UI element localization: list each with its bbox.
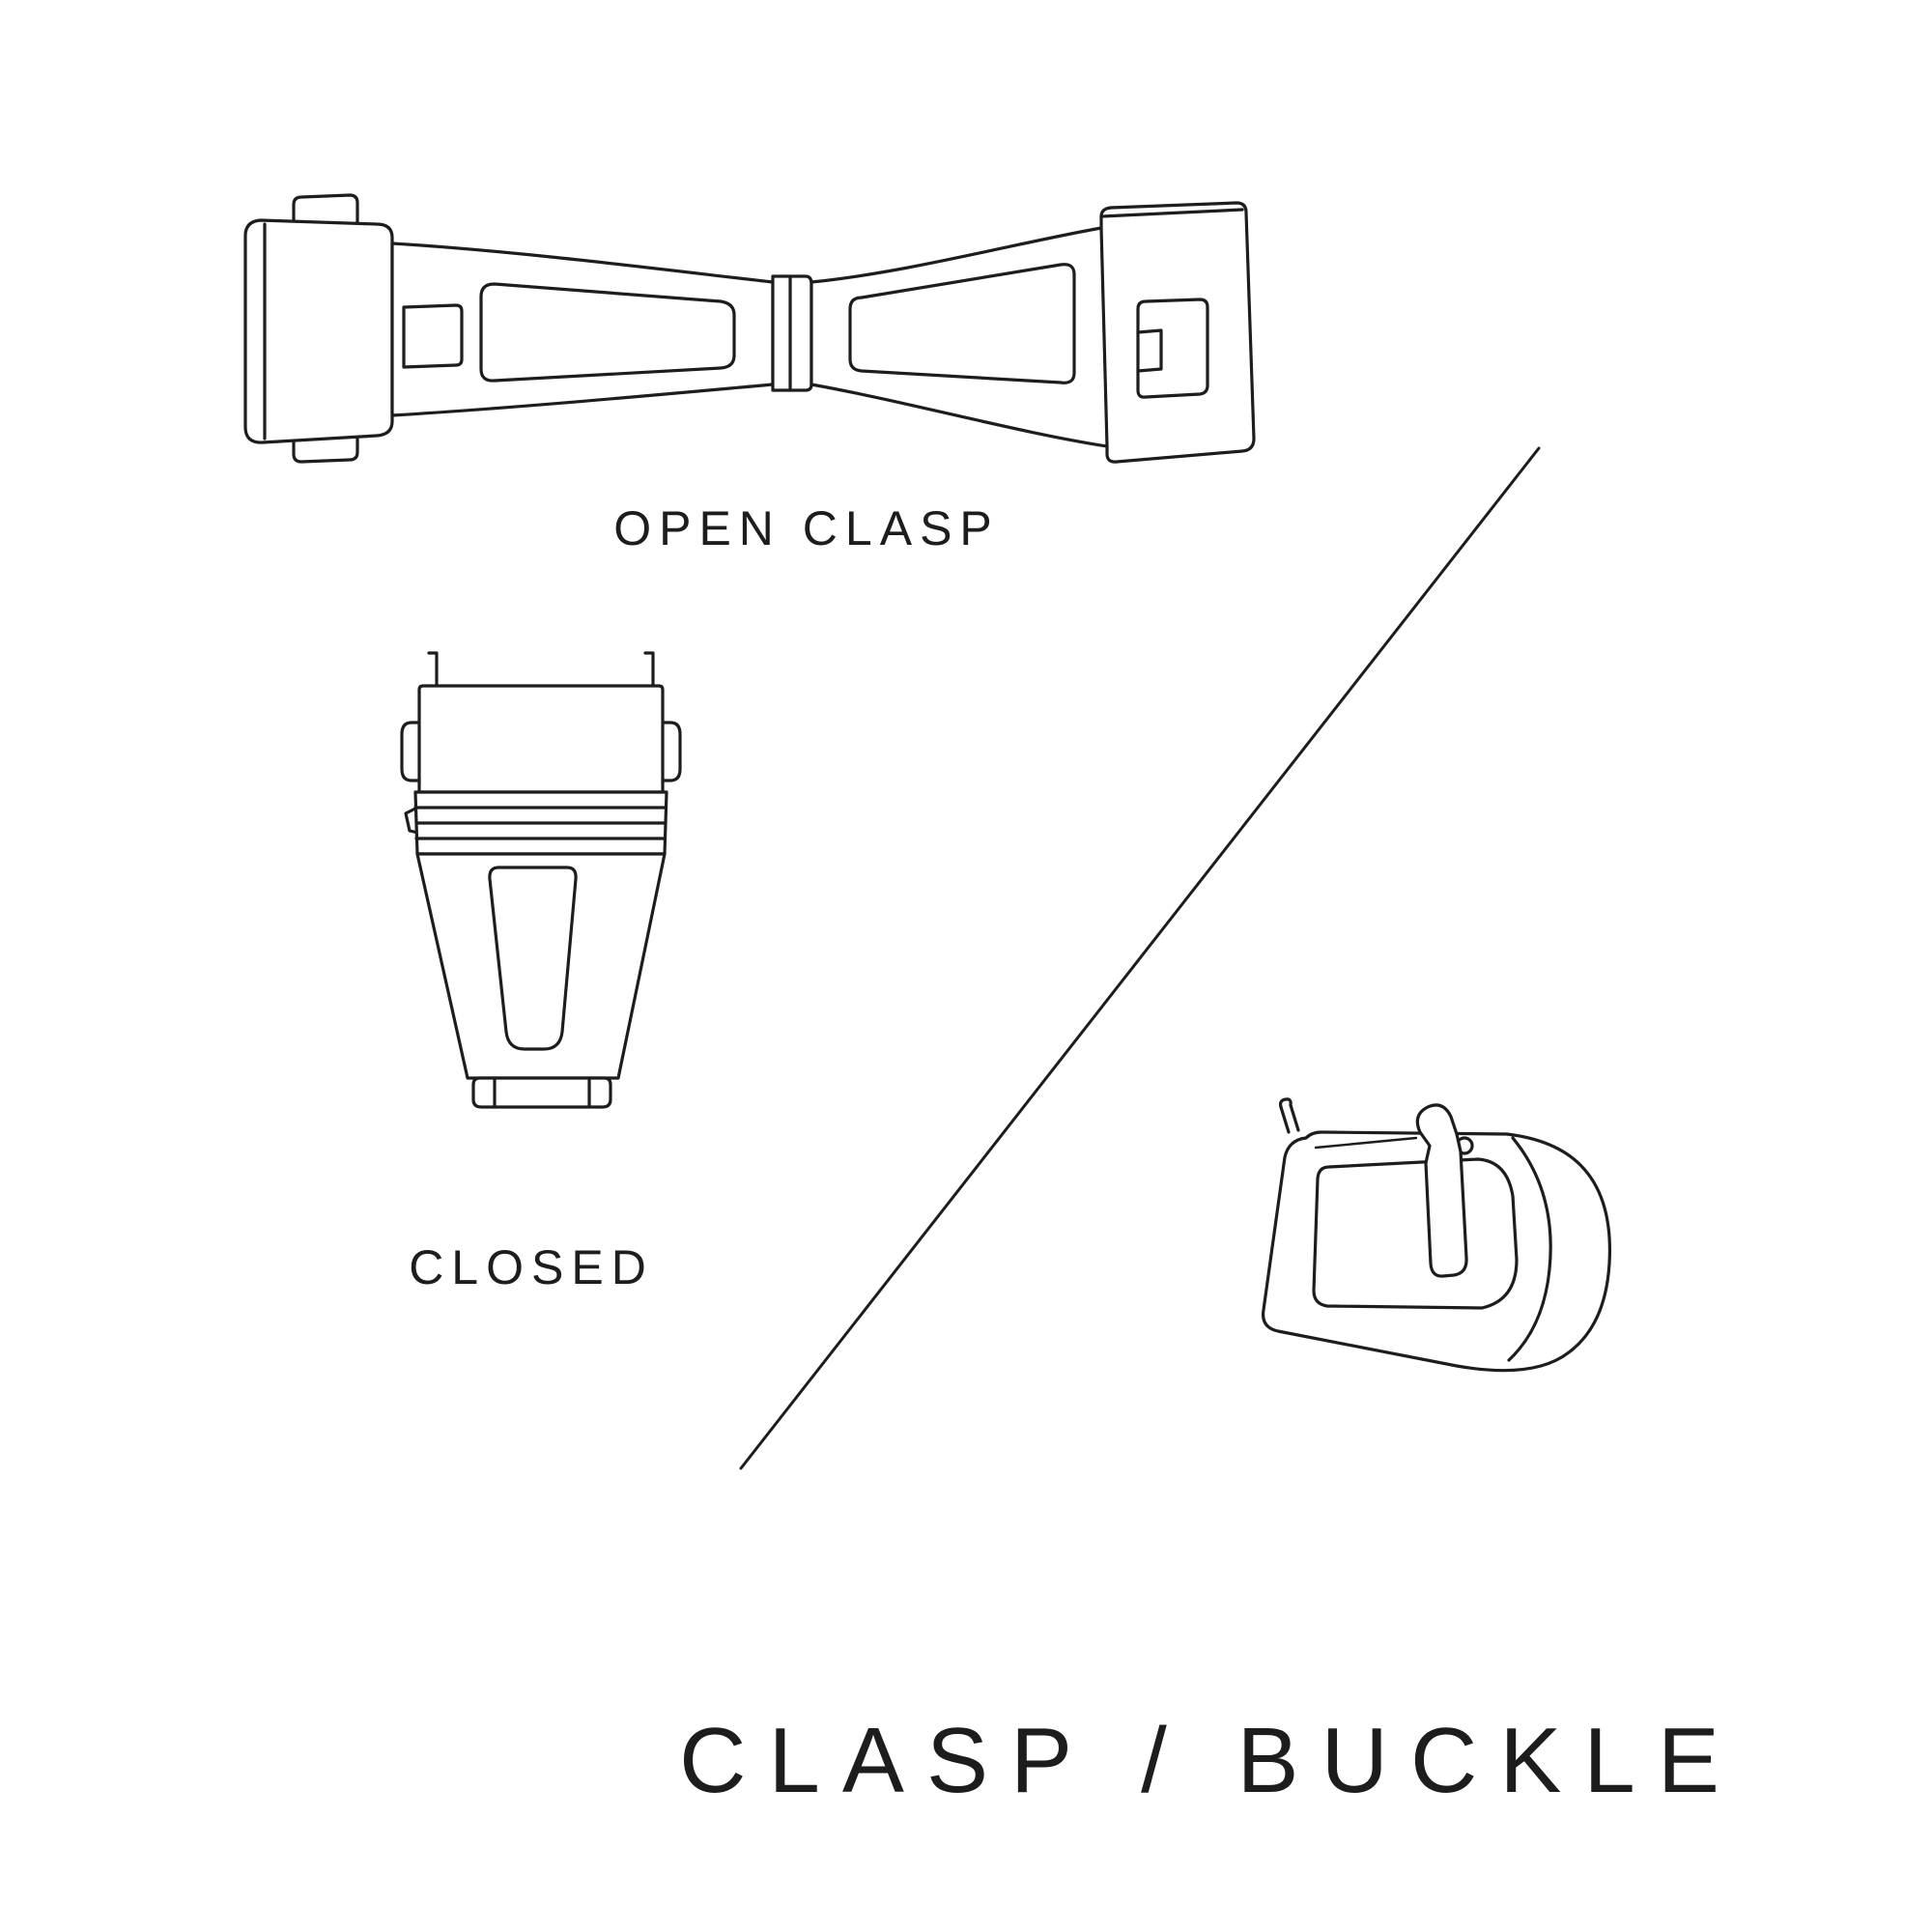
closed-clasp-illustration: [400, 651, 682, 1109]
page-title: CLASP / BUCKLE: [679, 1709, 1742, 1812]
open-clasp-illustration: [243, 193, 1256, 464]
open-clasp-label: OPEN CLASP: [613, 501, 1000, 555]
closed-clasp-label: CLOSED: [409, 1240, 654, 1294]
divider-line: [739, 446, 1541, 1470]
buckle-illustration: [1261, 1097, 1612, 1373]
